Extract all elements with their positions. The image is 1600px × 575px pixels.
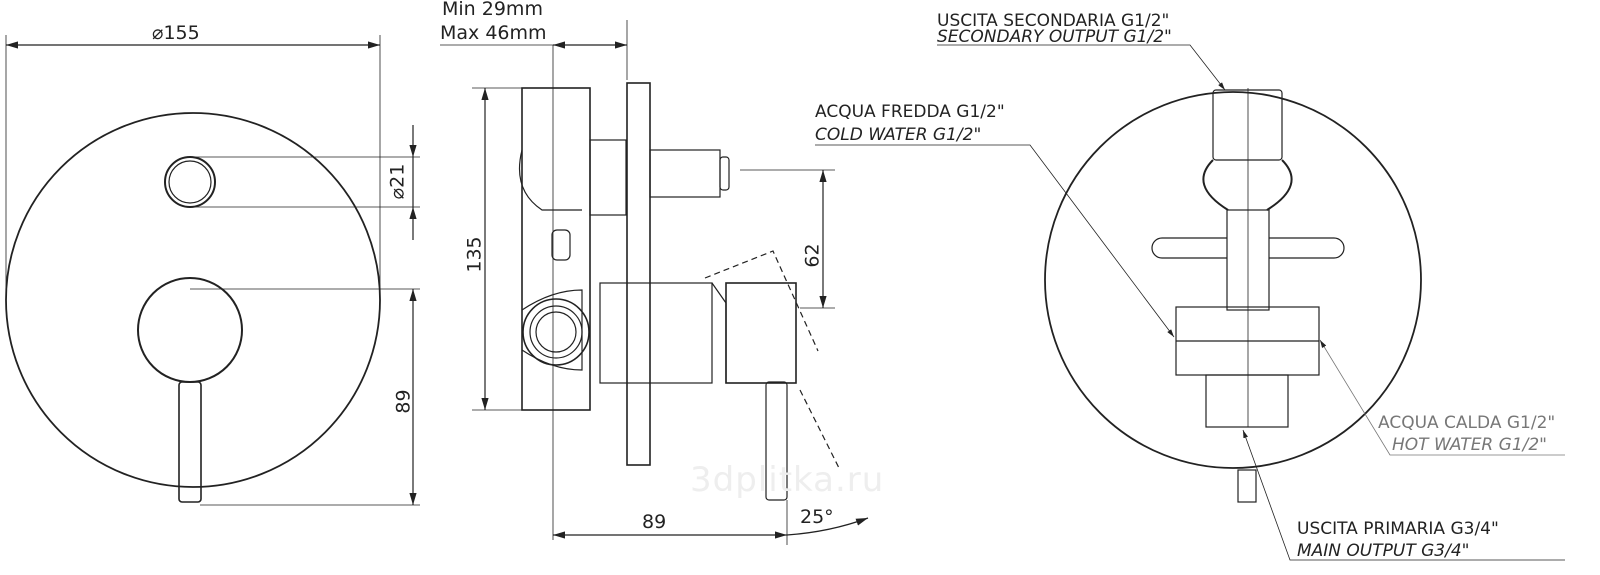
main-output-label-en: MAIN OUTPUT G3/4" [1297,541,1470,561]
front-view [5,35,420,506]
plate-diameter-dimension: ⌀155 [152,22,200,44]
side-view [440,20,869,545]
button-diameter-dimension: ⌀21 [386,163,409,200]
lever-height-dimension: 89 [392,389,415,414]
watermark: 3dplitka.ru [690,460,885,500]
lever-angle-dimension: 25° [800,506,834,528]
projection-dimension: 89 [642,511,667,533]
rear-view [815,44,1565,561]
hot-water-label-en: HOT WATER G1/2" [1392,435,1548,455]
lever-offset-dimension: 62 [801,243,824,268]
hot-water-label-it: ACQUA CALDA G1/2" [1378,413,1556,433]
body-height-dimension: 135 [463,236,486,273]
secondary-output-label-it: USCITA SECONDARIA G1/2" [937,11,1170,31]
main-output-label-it: USCITA PRIMARIA G3/4" [1297,519,1499,539]
secondary-output-label-en: SECONDARY OUTPUT G1/2" [937,27,1172,47]
cold-water-label-en: COLD WATER G1/2" [815,125,982,145]
cold-water-label-it: ACQUA FREDDA G1/2" [815,102,1005,122]
wall-depth-max: Max 46mm [440,22,547,44]
wall-depth-min: Min 29mm [442,0,543,20]
